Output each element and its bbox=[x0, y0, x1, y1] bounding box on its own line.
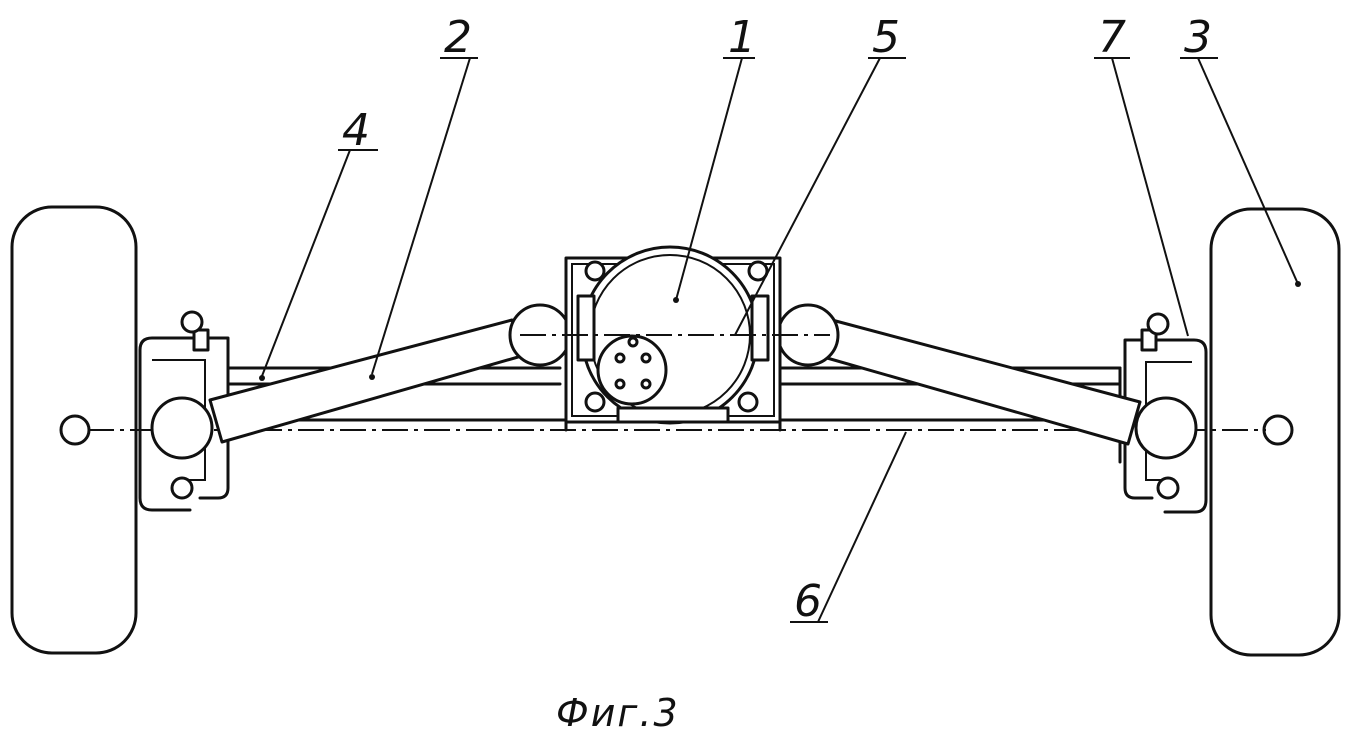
left-wheel bbox=[10, 205, 138, 655]
right-wheel bbox=[1209, 207, 1341, 657]
label-part-4: 4 bbox=[342, 105, 370, 156]
figure-caption: Фиг.3 bbox=[556, 691, 680, 735]
left-ball-joint bbox=[150, 396, 214, 460]
right-wheel-hub bbox=[1262, 414, 1294, 446]
leader-lines bbox=[261, 57, 1299, 623]
left-knuckle-assembly bbox=[138, 310, 230, 512]
label-part-7: 7 bbox=[1098, 12, 1126, 63]
left-wheel-hub bbox=[59, 414, 91, 446]
central-gearbox bbox=[520, 245, 830, 432]
label-part-5: 5 bbox=[872, 12, 900, 63]
right-ball-joint bbox=[1134, 396, 1198, 460]
label-part-3: 3 bbox=[1184, 12, 1212, 63]
left-swing-arm bbox=[150, 303, 572, 460]
label-part-2: 2 bbox=[444, 12, 472, 63]
right-swing-arm bbox=[776, 303, 1198, 460]
label-part-1: 1 bbox=[728, 12, 756, 63]
label-part-6: 6 bbox=[794, 576, 822, 627]
